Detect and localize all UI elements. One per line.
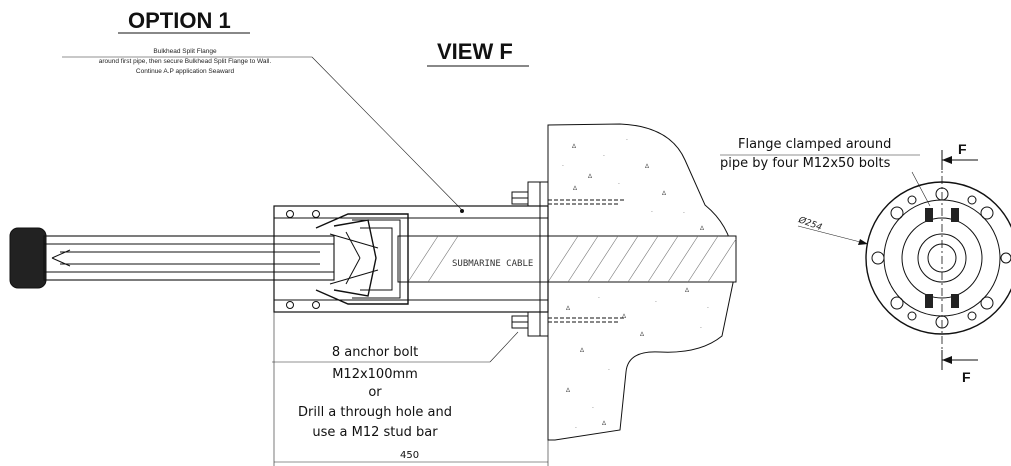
svg-text:·: · (575, 425, 577, 432)
top-note-line2: around first pipe, then secure Bulkhead … (99, 58, 272, 65)
anchor-note-line1: 8 anchor bolt (332, 345, 418, 360)
svg-text:∆: ∆ (684, 287, 690, 294)
anchor-note-line4: Drill a through hole and (298, 405, 452, 420)
svg-text:∆: ∆ (571, 143, 577, 150)
svg-text:·: · (608, 367, 610, 374)
svg-text:∆: ∆ (565, 305, 571, 312)
section-marker-bottom-text: F (962, 369, 971, 385)
svg-text:∆: ∆ (644, 163, 650, 170)
flange-view-f (865, 160, 1011, 360)
svg-text:·: · (651, 209, 653, 216)
svg-text:∆: ∆ (621, 313, 627, 320)
svg-text:·: · (683, 210, 685, 217)
anchor-note-line2: M12x100mm (332, 367, 418, 382)
option-title: OPTION 1 (128, 8, 231, 33)
top-note-line1: Bulkhead Split Flange (153, 48, 217, 55)
anchor-note-line3: or (368, 385, 382, 400)
section-marker-top-text: F (958, 141, 967, 157)
view-title: VIEW F (437, 39, 513, 64)
section-marker-top: F (941, 141, 978, 170)
flange-note-line2: pipe by four M12x50 bolts (720, 156, 891, 171)
diameter-label: Ø254 (796, 214, 824, 233)
svg-text:·: · (618, 181, 620, 188)
svg-text:·: · (626, 137, 628, 144)
svg-text:∆: ∆ (661, 190, 667, 197)
svg-text:·: · (562, 163, 564, 170)
svg-text:·: · (655, 299, 657, 306)
cable-protector (9, 219, 377, 297)
section-marker-bottom: F (941, 350, 978, 385)
flange-note-line1: Flange clamped around (738, 137, 891, 152)
bulkhead-flange-assembly (273, 181, 549, 337)
svg-text:∆: ∆ (565, 387, 571, 394)
dimension-450: 450 (273, 312, 549, 466)
svg-text:·: · (707, 305, 709, 312)
dimension-450-text: 450 (400, 450, 419, 461)
svg-text:∆: ∆ (579, 347, 585, 354)
svg-text:·: · (592, 405, 594, 412)
diameter-callout: Ø254 (796, 214, 869, 245)
svg-text:∆: ∆ (587, 173, 593, 180)
svg-text:∆: ∆ (572, 185, 578, 192)
anchor-bolt-bottom (511, 315, 625, 329)
svg-text:∆: ∆ (601, 420, 607, 427)
anchor-note-line5: use a M12 stud bar (312, 425, 438, 440)
flange-note: Flange clamped around pipe by four M12x5… (720, 137, 931, 207)
anchor-note: 8 anchor bolt M12x100mm or Drill a throu… (272, 331, 519, 440)
top-note: Bulkhead Split Flange around first pipe,… (62, 48, 464, 213)
svg-text:∆: ∆ (699, 225, 705, 232)
anchor-bolt-top (511, 191, 625, 205)
top-note-line3: Continue A.P application Seaward (136, 68, 235, 75)
svg-text:∆: ∆ (639, 331, 645, 338)
svg-text:·: · (603, 153, 605, 160)
svg-text:·: · (598, 295, 600, 302)
svg-text:·: · (700, 325, 702, 332)
submarine-cable: SUBMARINE CABLE (397, 235, 737, 283)
cable-label: SUBMARINE CABLE (452, 259, 533, 269)
